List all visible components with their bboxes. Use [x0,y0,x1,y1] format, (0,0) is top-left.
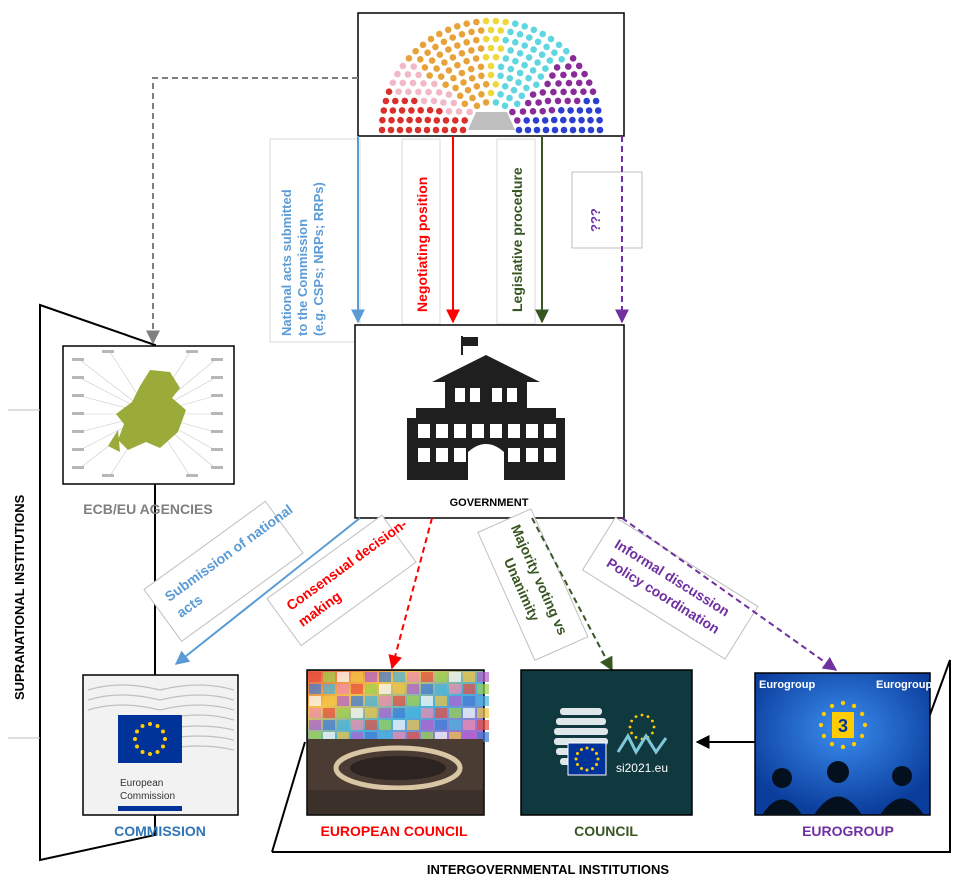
legislative-label-box: Legislative procedure [496,138,536,325]
legislative-procedure-label: Legislative procedure [509,167,525,312]
commission-logo-line-1: European [120,778,163,789]
government-node: GOVERNMENT [354,324,625,519]
unknown-label-box: ??? [571,171,643,249]
national-acts-line-2: to the Commission [295,219,310,336]
agencies-map-image [62,345,235,485]
commission-image: European Commission [82,674,239,816]
unknown-relation-label: ??? [588,208,603,232]
arrow-agencies [146,77,358,345]
arrow-informal [621,517,838,671]
intergovernmental-label: INTERGOVERNMENTAL INSTITUTIONS [427,862,670,877]
european-council-label: EUROPEAN COUNCIL [320,823,467,839]
council-image: si2021.eu [520,669,693,816]
council-label: COUNCIL [574,823,638,839]
arrow-submission [174,517,361,665]
supranational-bracket [8,303,156,862]
council-logo-text: si2021.eu [616,761,668,775]
negotiating-label-box: Negotiating position [401,138,441,325]
supranational-label: SUPRANATIONAL INSTITUTIONS [12,494,27,700]
arrow-voting [531,517,613,672]
european-council-image [306,669,489,816]
arrow-consensual [388,517,433,670]
informal-label-box: Informal discussion Policy coordination [581,516,759,660]
eurogroup-image: Eurogroup Eurogroup 3 [754,672,932,816]
government-label: GOVERNMENT [450,497,529,509]
negotiating-position-label: Negotiating position [414,177,430,312]
agencies-label: ECB/EU AGENCIES [83,501,212,517]
eurogroup-banner-right: Eurogroup [876,679,932,691]
intergovernmental-bracket [271,659,951,853]
commission-label: COMMISSION [114,823,206,839]
commission-logo-line-2: Commission [120,791,175,802]
national-acts-line-3: (e.g. CSPs; NRPs; RRPs) [311,182,326,336]
government-windows [418,388,556,480]
svg-text:National acts submitted: National acts submitted to the Commissio… [279,182,326,336]
eurogroup-banner-left: Eurogroup [759,679,815,691]
eurogroup-label: EUROGROUP [802,823,894,839]
national-acts-line-1: National acts submitted [279,189,294,336]
voting-label-box: Majority voting vs Unanimity [477,508,589,661]
parliament-hemicycle-image [357,12,625,137]
eurogroup-number: 3 [838,716,848,736]
national-acts-label-box: National acts submitted to the Commissio… [269,138,361,343]
